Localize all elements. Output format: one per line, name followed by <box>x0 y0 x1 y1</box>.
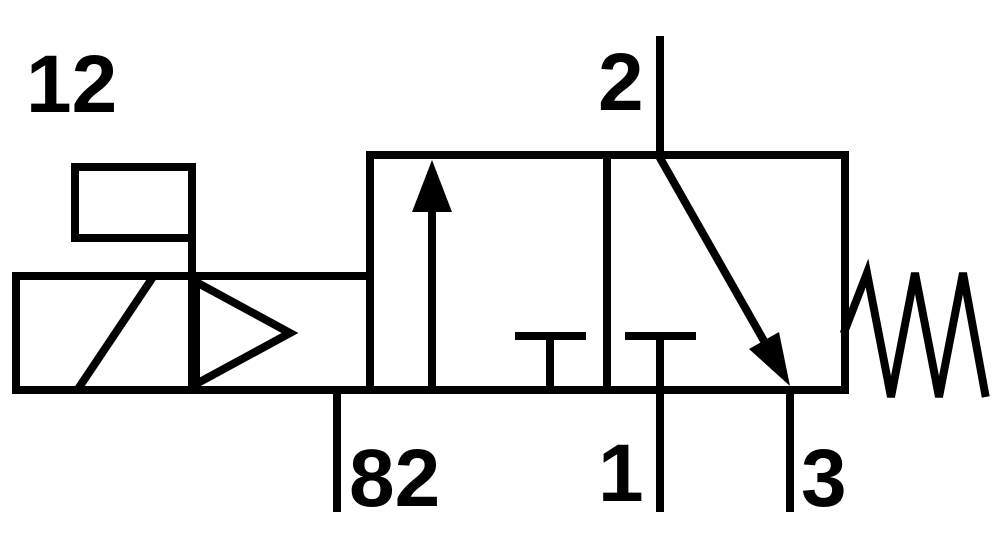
return-spring-icon <box>839 258 990 398</box>
pilot-port-label: 12 <box>26 39 117 130</box>
flow-arrow-diagonal-head <box>749 332 790 386</box>
flow-arrow-up-head <box>412 160 452 212</box>
port-2-label: 2 <box>598 37 644 128</box>
pilot-triangle-icon <box>192 275 299 391</box>
solenoid-coil-diagonal <box>74 274 157 392</box>
flow-arrow-diagonal-shaft <box>654 152 774 354</box>
port-3-label: 3 <box>801 433 847 524</box>
pilot-signal-box <box>71 163 196 242</box>
port-82-label: 82 <box>349 433 440 524</box>
port-1-label: 1 <box>598 428 644 519</box>
